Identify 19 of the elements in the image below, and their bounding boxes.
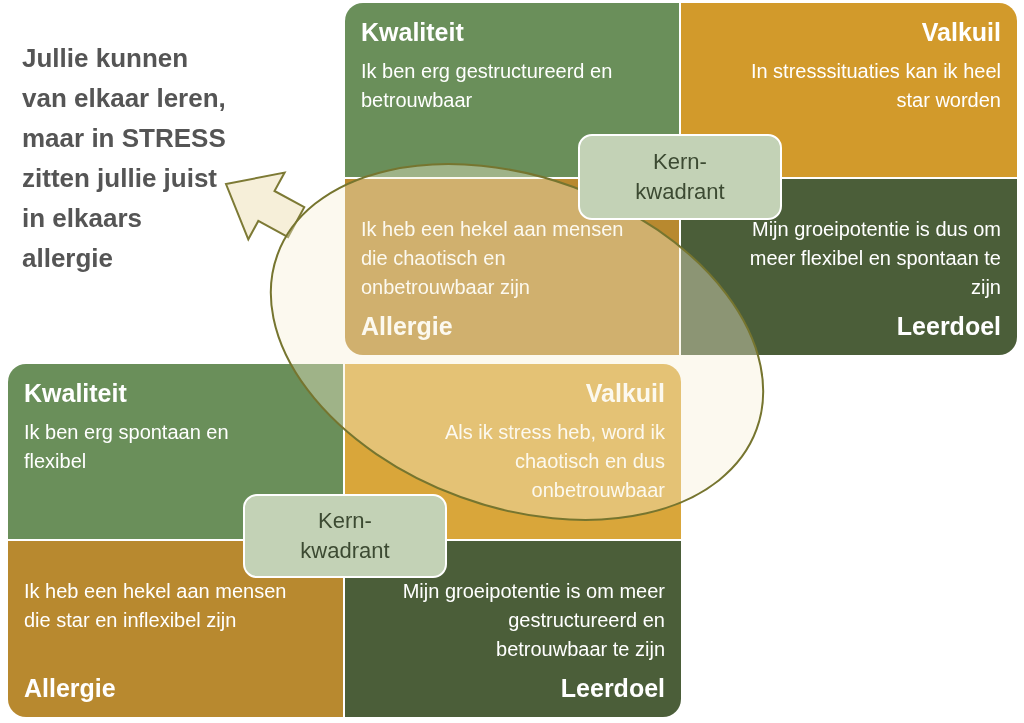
quadrant-heading: Allergie: [24, 673, 116, 704]
quadrant-heading: Allergie: [361, 311, 453, 342]
core-label-box: Kern-kwadrant: [578, 134, 782, 220]
quadrant-description: In stresssituaties kan ik heel star worden: [749, 59, 1001, 113]
quadrant-heading: Valkuil: [585, 378, 665, 409]
quadrant-heading: Valkuil: [921, 17, 1001, 48]
core-label-box: Kern-kwadrant: [243, 494, 447, 578]
quadrant-description: Mijn groeipotentie is dus om meer flexibel en spontaan te zijn: [748, 217, 1001, 300]
quadrant-description: Ik ben erg gestructureerd en betrouwbaar: [361, 59, 614, 113]
block-arrow: [224, 171, 306, 242]
quadrant-heading: Leerdoel: [896, 311, 1001, 342]
quadrant-description: Ik heb een hekel aan mensen die star en inflexibel zijn: [24, 579, 288, 633]
quadrant-heading: Kwaliteit: [361, 17, 464, 48]
quadrant-description: Mijn groeipotentie is om meer gestructureerd en betrouwbaar te zijn: [401, 579, 665, 662]
quadrant-description: Ik heb een hekel aan mensen die chaotisch en onbetrouwbaar zijn: [361, 217, 625, 300]
quadrant-heading: Kwaliteit: [24, 378, 127, 409]
quadrant-description: Ik ben erg spontaan en flexibel: [24, 420, 230, 474]
callout-text: Jullie kunnen van elkaar leren, maar in STRESS zitten jullie juist in elkaars allergie: [22, 38, 227, 278]
quadrant-heading: Leerdoel: [560, 673, 665, 704]
